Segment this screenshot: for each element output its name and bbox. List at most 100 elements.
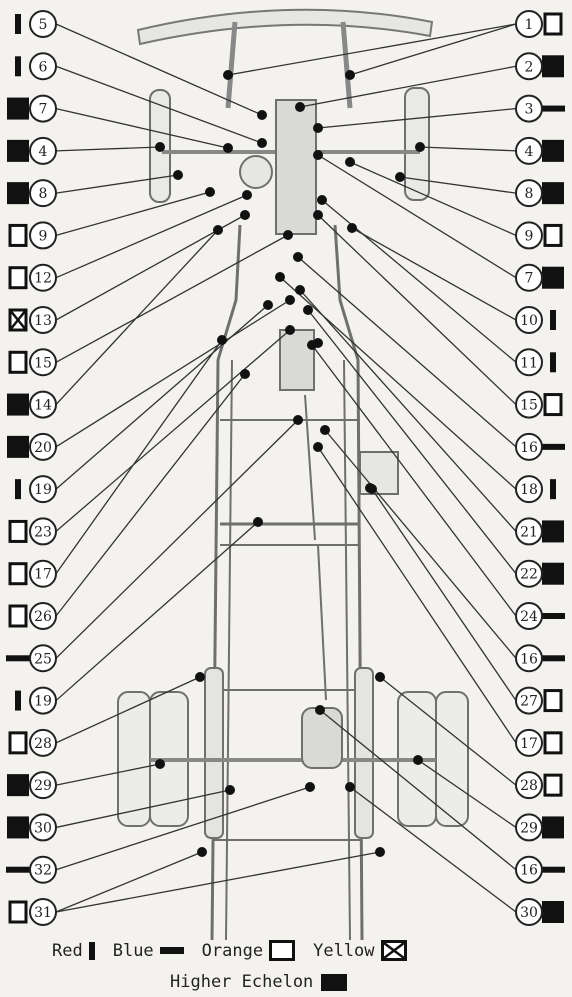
lube-point bbox=[345, 157, 355, 167]
rear-spring-left bbox=[204, 667, 224, 839]
leader-line bbox=[399, 176, 517, 194]
higher-symbol-icon bbox=[542, 562, 564, 585]
legend-higher-label: Higher Echelon bbox=[170, 972, 314, 992]
callout-circle bbox=[29, 686, 57, 715]
callout-18-right: 18 bbox=[515, 475, 556, 504]
callout-number: 5 bbox=[39, 17, 48, 33]
lube-point bbox=[257, 138, 267, 148]
callout-circle bbox=[29, 10, 57, 38]
callout-circle bbox=[515, 263, 543, 292]
callout-number: 16 bbox=[520, 440, 538, 456]
legend-blue: Blue bbox=[113, 941, 184, 961]
leader-line bbox=[379, 676, 517, 786]
callout-14-left: 14 bbox=[7, 390, 57, 419]
callout-circle bbox=[515, 686, 543, 715]
callout-28-right: 28 bbox=[515, 771, 563, 800]
callout-number: 9 bbox=[525, 228, 534, 244]
frame-rail-right-inner bbox=[343, 359, 351, 941]
leader-line bbox=[55, 329, 291, 532]
legend-row-colors: Red Blue Orange Yellow bbox=[52, 940, 407, 961]
lube-point bbox=[257, 110, 267, 120]
red-symbol-icon bbox=[15, 14, 21, 34]
lube-point bbox=[275, 272, 285, 282]
orange-symbol-icon bbox=[543, 773, 563, 797]
leader-line bbox=[55, 419, 299, 659]
front-spring-left bbox=[225, 21, 238, 109]
callout-number: 1 bbox=[525, 17, 534, 33]
callout-circle bbox=[29, 898, 57, 926]
leader-line bbox=[55, 194, 248, 279]
higher-symbol-icon bbox=[542, 520, 564, 543]
callout-23-left: 23 bbox=[8, 517, 57, 546]
leader-line bbox=[317, 214, 517, 406]
callout-2-right: 2 bbox=[515, 52, 564, 81]
leader-line bbox=[55, 339, 223, 575]
red-symbol-icon bbox=[550, 479, 556, 500]
lube-point bbox=[293, 252, 303, 262]
higher-symbol-icon bbox=[7, 435, 29, 458]
callout-number: 29 bbox=[34, 778, 52, 794]
callout-number: 28 bbox=[34, 736, 52, 752]
lube-point bbox=[223, 70, 233, 80]
legend-yellow-label: Yellow bbox=[313, 940, 375, 961]
callout-12-left: 12 bbox=[8, 263, 57, 292]
blue-symbol-icon bbox=[159, 947, 184, 954]
callout-circle bbox=[29, 179, 57, 208]
callout-number: 15 bbox=[34, 355, 52, 371]
callout-number: 20 bbox=[34, 440, 52, 456]
callout-circle bbox=[515, 10, 543, 38]
orange-symbol-icon bbox=[8, 266, 28, 290]
leader-line bbox=[227, 23, 517, 76]
leader-line bbox=[55, 786, 311, 871]
leader-line bbox=[297, 256, 517, 448]
callout-circle bbox=[515, 136, 543, 165]
leader-line bbox=[55, 23, 263, 116]
callout-circle bbox=[515, 813, 543, 842]
lube-point bbox=[195, 672, 205, 682]
propeller-shaft-front bbox=[304, 394, 316, 541]
callout-number: 19 bbox=[34, 694, 52, 710]
callout-number: 9 bbox=[39, 228, 48, 244]
callout-29-left: 29 bbox=[7, 771, 57, 800]
callout-number: 4 bbox=[525, 144, 534, 160]
callout-circle bbox=[515, 728, 543, 757]
callout-circle bbox=[29, 728, 57, 757]
lube-point bbox=[173, 170, 183, 180]
orange-symbol-icon bbox=[8, 350, 28, 374]
lube-point bbox=[197, 847, 207, 857]
engine bbox=[275, 99, 317, 235]
callout-circle bbox=[515, 52, 543, 81]
callout-number: 2 bbox=[525, 59, 534, 75]
callout-number: 30 bbox=[520, 905, 538, 921]
leader-line bbox=[299, 289, 517, 532]
orange-symbol-icon bbox=[543, 689, 563, 713]
blue-symbol-icon bbox=[541, 443, 565, 450]
callout-circle bbox=[29, 813, 57, 842]
lube-point bbox=[375, 672, 385, 682]
callout-27-right: 27 bbox=[515, 686, 563, 715]
callout-circle bbox=[515, 475, 543, 504]
lube-point bbox=[415, 142, 425, 152]
lube-point bbox=[213, 225, 223, 235]
legend-red-label: Red bbox=[52, 940, 83, 961]
yellow-symbol-icon bbox=[380, 940, 407, 961]
callout-number: 26 bbox=[34, 609, 52, 625]
lube-point bbox=[263, 300, 273, 310]
front-spring-right bbox=[340, 21, 353, 109]
callout-circle bbox=[515, 348, 543, 377]
orange-symbol-icon bbox=[8, 731, 28, 755]
orange-symbol-icon bbox=[8, 519, 28, 543]
callout-number: 24 bbox=[520, 609, 538, 625]
orange-symbol-icon bbox=[8, 223, 28, 247]
callout-11-right: 11 bbox=[515, 348, 556, 377]
orange-symbol-icon bbox=[8, 562, 28, 586]
leader-line bbox=[349, 786, 517, 913]
leader-line bbox=[55, 521, 259, 702]
callout-number: 11 bbox=[520, 355, 538, 371]
leader-line bbox=[55, 851, 381, 913]
lube-point bbox=[303, 305, 313, 315]
red-symbol-icon bbox=[15, 479, 21, 500]
callout-circle bbox=[29, 390, 57, 419]
higher-symbol-icon bbox=[7, 139, 29, 162]
callout-19-left: 19 bbox=[15, 686, 57, 715]
